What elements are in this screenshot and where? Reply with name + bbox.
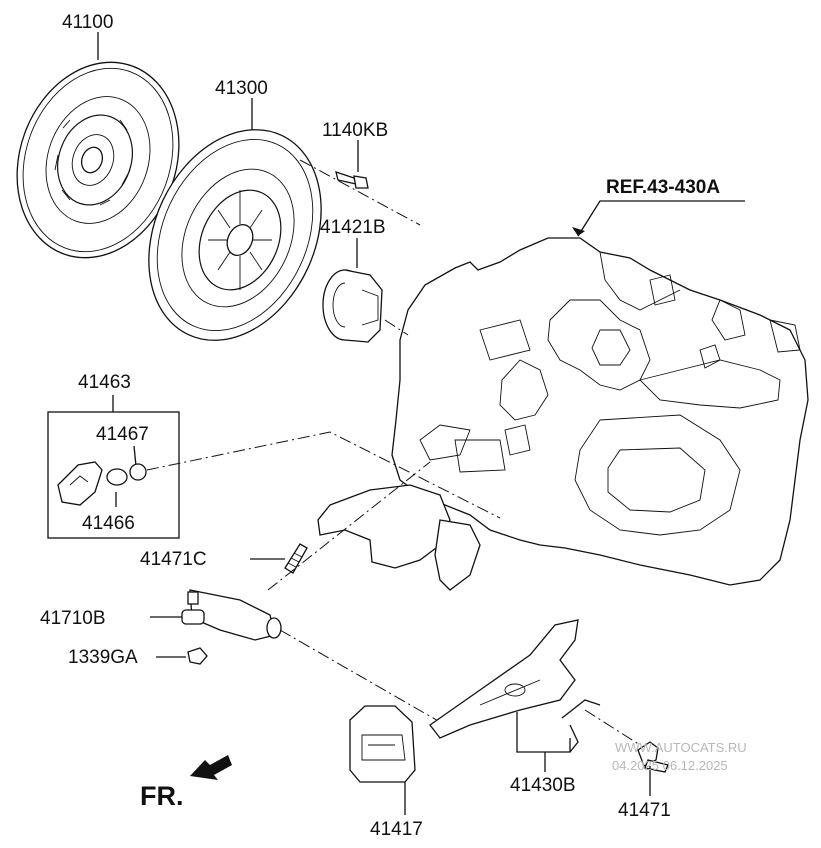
boot bbox=[349, 705, 416, 783]
release-cylinder bbox=[181, 589, 282, 641]
label-hose-set: 41463 bbox=[78, 372, 131, 393]
fork-spring bbox=[561, 699, 601, 753]
label-release-cylinder: 41710B bbox=[40, 608, 106, 629]
transaxle-housing bbox=[317, 237, 809, 591]
front-indicator: FR. bbox=[140, 755, 232, 811]
nut bbox=[187, 647, 208, 665]
front-arrow-icon bbox=[190, 755, 232, 780]
bolt bbox=[637, 741, 669, 773]
label-clutch-cover: 41300 bbox=[215, 78, 268, 99]
hose-bracket bbox=[57, 461, 103, 506]
label-boot: 41417 bbox=[370, 819, 423, 840]
watermark-line2: 04.2025 06.12.2025 bbox=[612, 758, 728, 773]
release-fork bbox=[429, 619, 579, 739]
label-front: FR. bbox=[140, 781, 184, 811]
label-hose-part-a: 41467 bbox=[96, 424, 149, 445]
clutch-disc bbox=[16, 61, 180, 259]
label-bolt: 41471 bbox=[618, 800, 671, 821]
watermark: WWW.AUTOCATS.RU 04.2025 06.12.2025 bbox=[612, 740, 747, 773]
hose-fitting bbox=[106, 463, 147, 486]
stud bbox=[284, 543, 308, 574]
watermark-line1: WWW.AUTOCATS.RU bbox=[615, 740, 747, 755]
release-bearing bbox=[322, 269, 383, 343]
cover-bolt bbox=[335, 171, 369, 189]
clutch-cover bbox=[148, 129, 322, 341]
label-release-bearing: 41421B bbox=[320, 217, 386, 238]
label-fork-assy: 41430B bbox=[510, 775, 576, 796]
label-hose-part-b: 41466 bbox=[82, 513, 135, 534]
hose-set-box bbox=[47, 411, 180, 539]
label-clutch-disc: 41100 bbox=[62, 12, 113, 33]
ref-label: REF.43-430A bbox=[606, 177, 720, 198]
label-nut: 1339GA bbox=[68, 647, 138, 668]
label-cover-bolt: 1140KB bbox=[322, 120, 388, 141]
label-stud-c: 41471C bbox=[140, 549, 207, 570]
ref-callout: REF.43-430A bbox=[572, 177, 745, 237]
